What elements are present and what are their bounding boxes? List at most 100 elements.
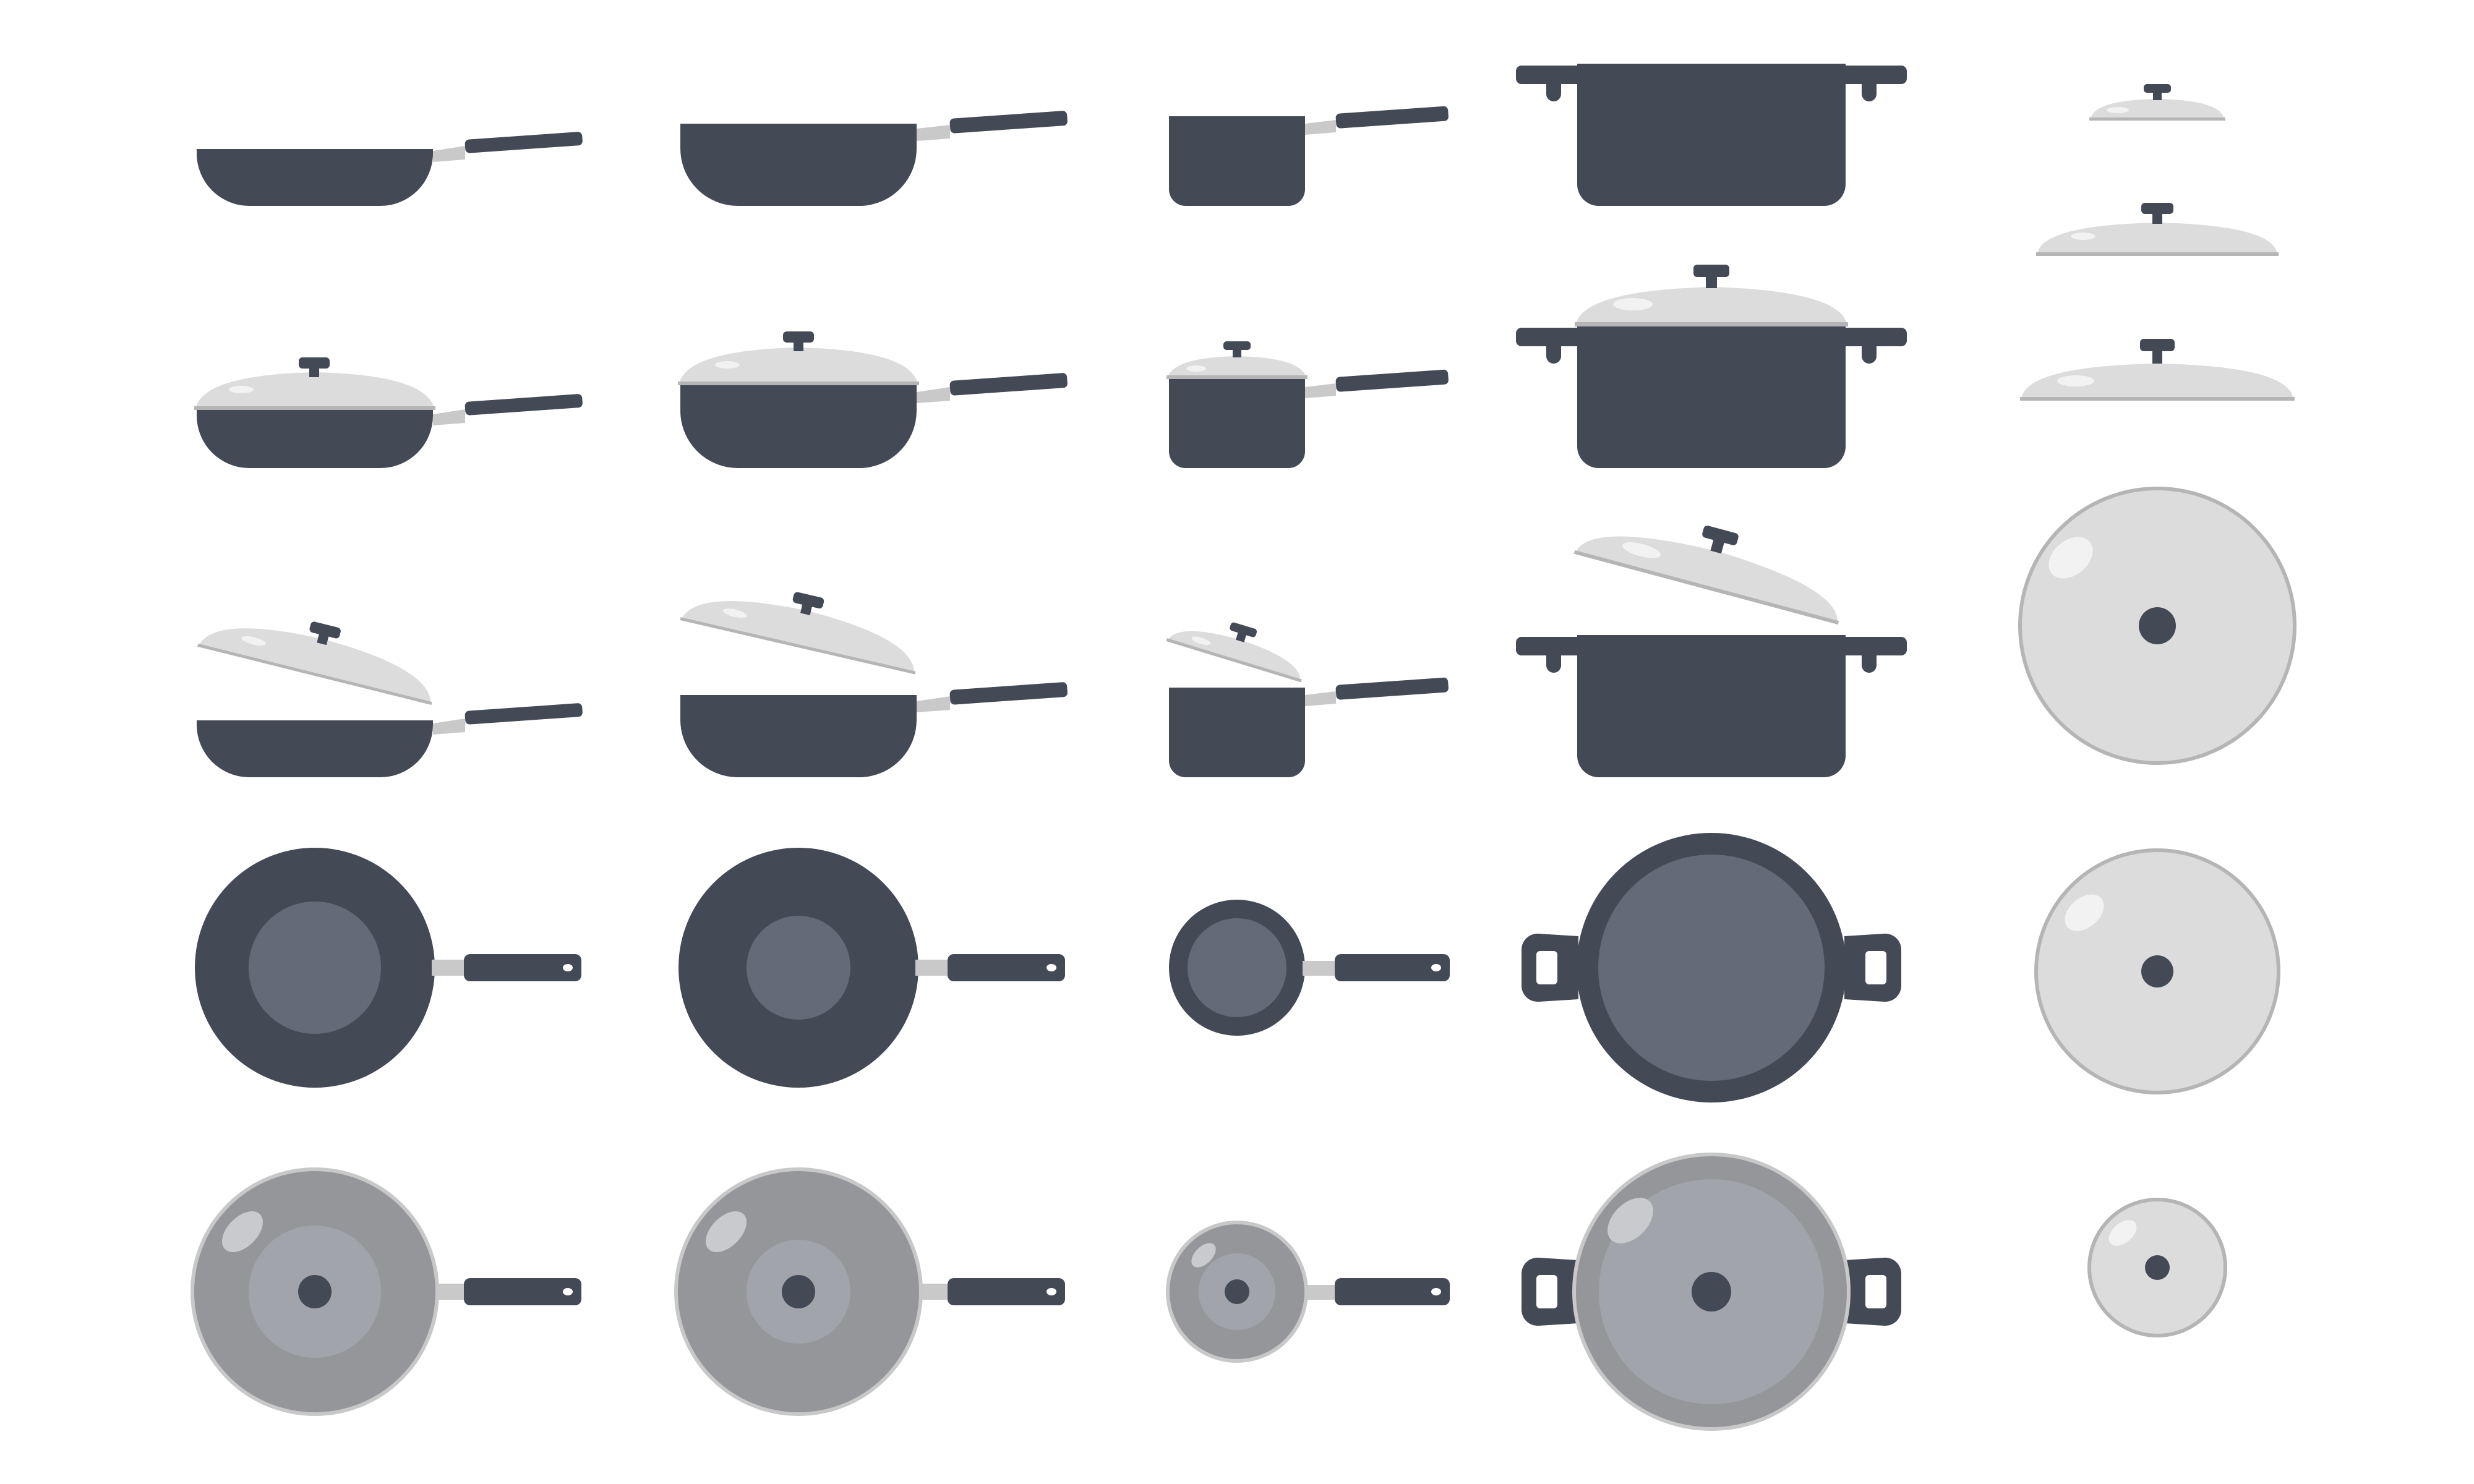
lid-knob (782, 1275, 815, 1308)
handle-stem (1303, 961, 1337, 976)
pot-body (1169, 378, 1305, 468)
stock-pot-top (1521, 833, 1902, 1102)
handle-stem (433, 719, 465, 735)
handle-grip (464, 703, 583, 725)
handle-stem (433, 146, 465, 162)
lid-rim (2089, 117, 2225, 121)
lid-highlight (229, 386, 254, 393)
handle-stem (1305, 383, 1336, 398)
lid-highlight (2071, 232, 2095, 240)
handle-grip (1335, 369, 1449, 392)
handle-stem (915, 960, 950, 976)
handle-stem (1303, 1285, 1337, 1300)
saute-pan-side (680, 111, 1068, 206)
lid-highlight (222, 1211, 263, 1252)
stock-pot-top-glass-lid (1521, 1153, 1901, 1431)
lid-highlight (1613, 298, 1653, 310)
side-handle-right (1844, 1257, 1901, 1326)
handle-stem (433, 409, 465, 425)
pan-body (680, 695, 917, 777)
lid-knob-stem (1233, 349, 1241, 357)
stock-pot-side-lidded (1516, 265, 1907, 468)
side-handle-right (1846, 66, 1907, 101)
handle-grip (464, 132, 583, 153)
lid-knob (1225, 1279, 1249, 1304)
lid-rim (2036, 252, 2279, 256)
lid-knob (2140, 339, 2175, 351)
side-handle-left (1516, 66, 1577, 101)
handle-stem (917, 125, 950, 141)
pot-floor (1598, 855, 1825, 1081)
stock-pot-side (1516, 64, 1907, 206)
lid-knob (783, 331, 814, 343)
handle-grip (949, 111, 1068, 134)
side-handle-left (1521, 933, 1578, 1002)
lid-tilted (1166, 622, 1302, 683)
lid-dome (195, 372, 434, 408)
handle-stem (1305, 691, 1336, 706)
lid-knob-stem (794, 341, 803, 351)
handle-grip (1335, 1278, 1450, 1305)
pan-body (197, 720, 433, 777)
side-handle-left (1521, 1257, 1578, 1326)
saute-pan-side-lidded (678, 331, 1068, 468)
lid-dome (1576, 287, 1847, 324)
saute-pan-side-lid-open (680, 592, 1068, 777)
handle-stem (917, 387, 950, 403)
lid-highlight (2048, 537, 2093, 579)
handle-hole (563, 1288, 573, 1295)
handle-grip (949, 682, 1068, 705)
lid-knob-stem (2152, 350, 2162, 364)
lid-knob (1223, 341, 1251, 350)
pan-body (680, 385, 917, 468)
fry-pan-side (197, 132, 583, 206)
saute-pan-top (678, 848, 1065, 1088)
lid-highlight (1186, 365, 1206, 372)
pan-floor (1188, 918, 1286, 1017)
side-handle-left (1516, 328, 1577, 364)
handle-grip (464, 954, 581, 981)
side-handle-right (1844, 933, 1902, 1002)
fry-pan-side-lid-open (197, 621, 583, 777)
lid-large-side (2020, 339, 2295, 401)
handle-hole (1047, 1288, 1056, 1295)
pot-body (1169, 688, 1305, 777)
pot-body (1577, 64, 1846, 206)
handle-stem (1305, 120, 1336, 135)
fry-pan-side-lidded (194, 357, 583, 468)
lid-knob (299, 357, 330, 369)
stock-pot-side-lid-open (1516, 526, 1907, 777)
handle-stem (432, 960, 466, 976)
lid-tilted (1573, 526, 1839, 625)
lid-knob-stem (1706, 276, 1717, 288)
lid-highlight (1607, 1198, 1653, 1243)
handle-grip (1335, 106, 1449, 129)
lid-highlight (706, 1211, 747, 1252)
lid-knob (2141, 955, 2173, 987)
saute-pan-top-glass-lid (674, 1167, 1065, 1416)
handle-hole (1047, 964, 1056, 971)
pot-body (1169, 116, 1305, 206)
saucepan-top-glass-lid (1166, 1221, 1450, 1363)
lid-knob (2141, 203, 2173, 214)
handle-grip (464, 1278, 581, 1305)
pan-body (197, 410, 433, 468)
side-handle-left (1516, 637, 1577, 673)
lid-tilted (197, 621, 432, 706)
lid-highlight (2107, 107, 2129, 113)
lid-knob (298, 1275, 332, 1308)
handle-grip (949, 373, 1068, 396)
pan-body (680, 124, 917, 206)
saucepan-top (1169, 900, 1450, 1036)
lid-highlight (2057, 375, 2094, 386)
side-handle-right (1846, 328, 1907, 364)
fry-pan-top (195, 848, 581, 1088)
pan-body (197, 149, 433, 206)
lid-highlight (715, 361, 740, 369)
handle-hole (1431, 1288, 1441, 1295)
handle-grip (948, 954, 1065, 981)
lid-rim (1575, 322, 1848, 326)
lid-rim (2020, 397, 2295, 401)
lid-knob-stem (309, 367, 319, 377)
